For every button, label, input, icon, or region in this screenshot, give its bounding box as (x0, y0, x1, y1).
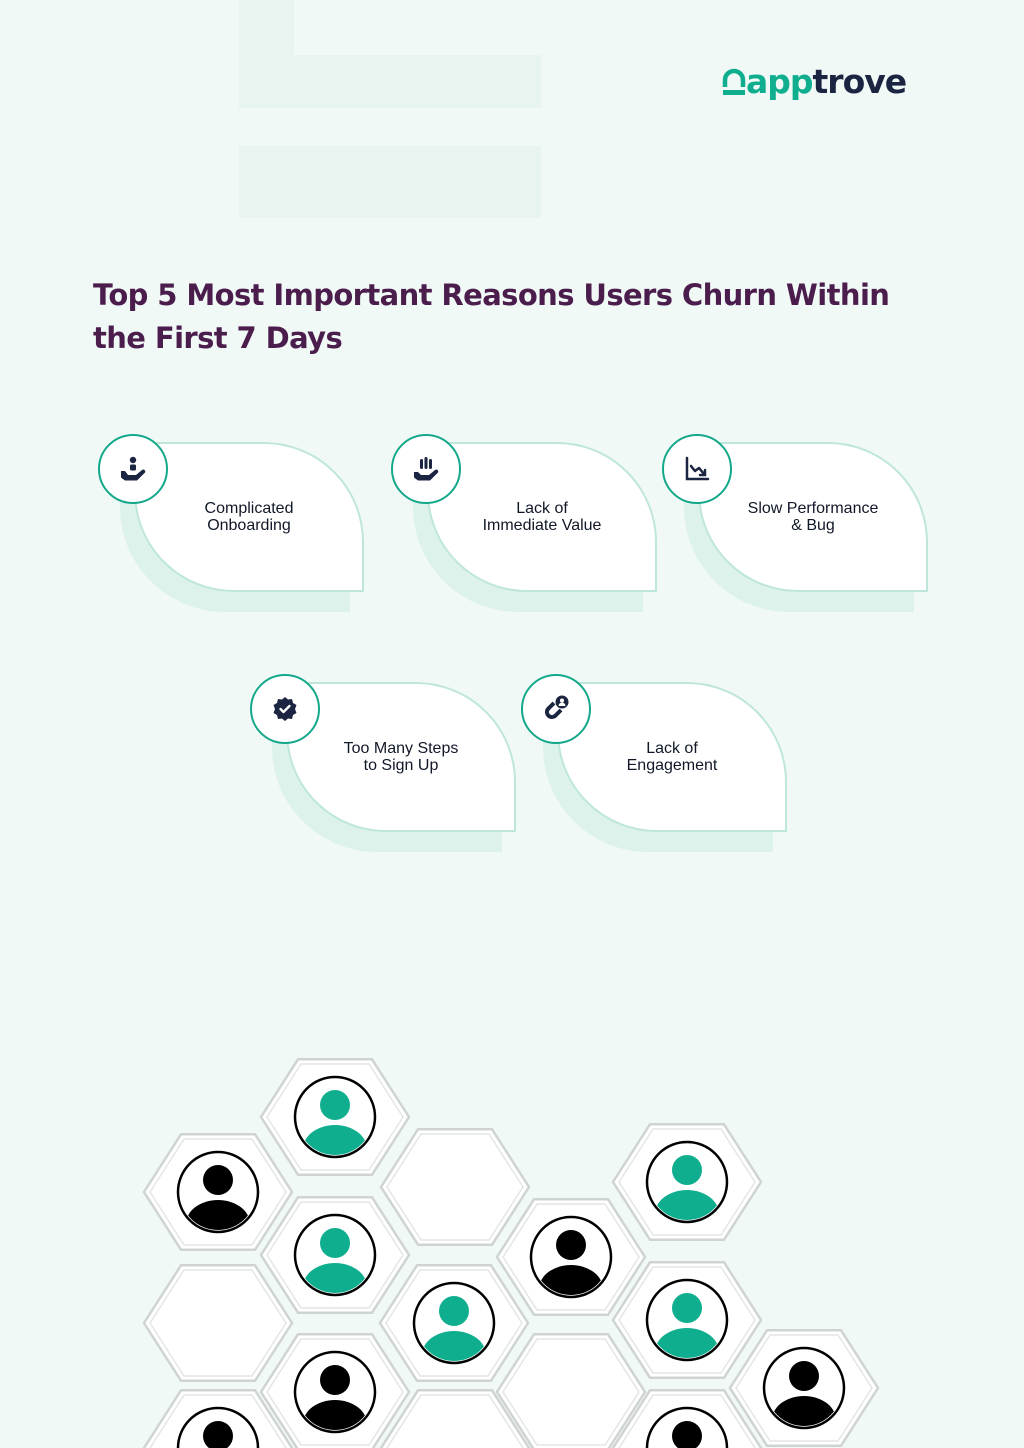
reason-label: Too Many Steps to Sign Up (343, 740, 459, 774)
user-avatar-icon (645, 1140, 729, 1224)
logo-mark-icon (722, 68, 746, 95)
user-hexagon (728, 1329, 880, 1447)
page-title: Top 5 Most Important Reasons Users Churn… (93, 278, 890, 355)
reason-card-slow-performance: Slow Performance & Bug (662, 434, 932, 614)
card-face (286, 682, 516, 832)
logo-app-text: app (746, 62, 814, 101)
user-avatar-icon (293, 1213, 377, 1297)
reason-card-lack-of-immediate-value: Lack of Immediate Value (391, 434, 661, 614)
user-avatar-icon (645, 1406, 729, 1448)
user-avatar-icon (176, 1406, 260, 1448)
reason-label: Lack of Engagement (626, 740, 718, 774)
user-hexagon (495, 1198, 647, 1316)
user-hexagon (378, 1264, 530, 1382)
user-avatar-icon (293, 1350, 377, 1434)
user-hexagon (611, 1123, 763, 1241)
empty-hexagon (142, 1264, 294, 1382)
reason-card-complicated-onboarding: Complicated Onboarding (98, 434, 368, 614)
hand-holding-person-icon (98, 434, 168, 504)
empty-hexagon (379, 1389, 531, 1448)
user-hexagon (259, 1058, 411, 1176)
user-hexagon (611, 1261, 763, 1379)
empty-hexagon (495, 1333, 647, 1448)
magnet-user-icon (521, 674, 591, 744)
decorative-block-bottom (239, 146, 541, 218)
reason-card-too-many-steps: Too Many Steps to Sign Up (250, 674, 520, 854)
apptrove-logo: apptrove (722, 62, 908, 102)
chart-decline-icon (662, 434, 732, 504)
decorative-block-top (239, 55, 541, 108)
reason-card-lack-of-engagement: Lack of Engagement (521, 674, 791, 854)
reason-label: Slow Performance & Bug (747, 500, 879, 534)
user-avatar-icon (762, 1346, 846, 1430)
verified-check-badge-icon (250, 674, 320, 744)
user-hexagon (142, 1389, 294, 1448)
user-hexagon (142, 1133, 294, 1251)
user-hexagon (259, 1333, 411, 1448)
user-avatar-icon (529, 1215, 613, 1299)
user-hexagon (259, 1196, 411, 1314)
empty-hexagon (379, 1128, 531, 1246)
logo-trove-text: trove (812, 62, 908, 101)
hand-raised-icon (391, 434, 461, 504)
user-avatar-icon (293, 1075, 377, 1159)
logo-wordmark: apptrove (746, 62, 908, 102)
user-network-hexagons (142, 1058, 880, 1448)
reason-label: Lack of Immediate Value (482, 500, 602, 534)
reason-label: Complicated Onboarding (204, 500, 294, 534)
user-avatar-icon (176, 1150, 260, 1234)
card-face (698, 442, 928, 592)
user-hexagon (611, 1389, 763, 1448)
user-avatar-icon (645, 1278, 729, 1362)
user-avatar-icon (412, 1281, 496, 1365)
